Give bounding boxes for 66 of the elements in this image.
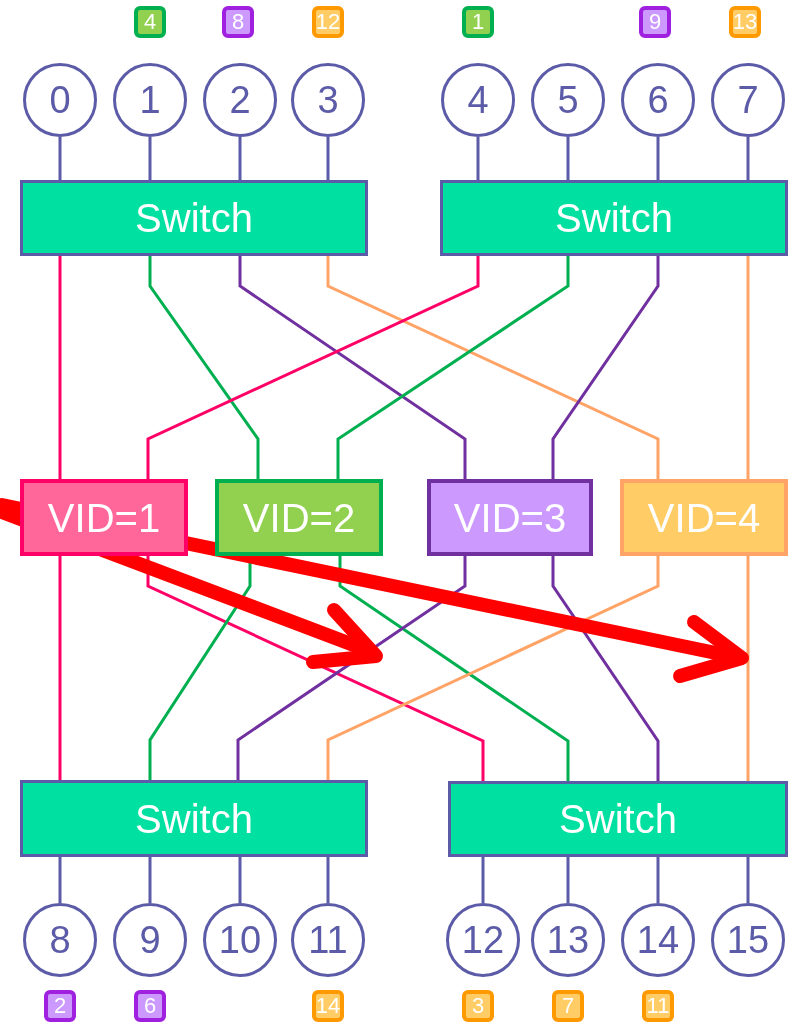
- number-tag: 1: [462, 6, 494, 38]
- connector-line: [148, 137, 152, 180]
- port-circle: 5: [531, 63, 605, 137]
- number-tag: 9: [639, 6, 671, 38]
- number-tag: 8: [222, 6, 254, 38]
- port-circle: 1: [113, 63, 187, 137]
- number-tag: 14: [312, 990, 344, 1022]
- number-tag: 3: [462, 990, 494, 1022]
- port-circle: 12: [446, 903, 520, 977]
- number-tag: 12: [312, 6, 344, 38]
- connector-line: [326, 256, 660, 479]
- vlan-box: VID=4: [620, 479, 788, 556]
- port-circle: 15: [711, 903, 785, 977]
- connector-line: [656, 857, 660, 903]
- number-tag: 11: [642, 990, 674, 1022]
- connector-line: [656, 137, 660, 180]
- port-circle: 2: [203, 63, 277, 137]
- connector-line: [146, 556, 485, 781]
- port-circle: 14: [621, 903, 695, 977]
- connector-line: [238, 137, 242, 180]
- connector-line: [58, 857, 62, 903]
- connector-line: [148, 857, 152, 903]
- connector-line: [326, 857, 330, 903]
- connector-line: [58, 256, 62, 479]
- connector-line: [551, 556, 660, 781]
- port-circle: 7: [711, 63, 785, 137]
- port-circle: 8: [23, 903, 97, 977]
- number-tag: 13: [729, 6, 761, 38]
- connector-line: [746, 137, 750, 180]
- port-circle: 4: [441, 63, 515, 137]
- connector-line: [746, 556, 750, 781]
- switch-box: Switch: [20, 180, 368, 256]
- vlan-box: VID=1: [20, 479, 188, 556]
- connector-line: [148, 256, 260, 479]
- connector-line: [566, 857, 570, 903]
- connector-line: [58, 137, 62, 180]
- vlan-box: VID=3: [427, 479, 593, 556]
- connector-line: [338, 556, 570, 781]
- switch-box: Switch: [20, 780, 368, 857]
- connector-line: [481, 857, 485, 903]
- switch-box: Switch: [448, 781, 788, 857]
- connector-line: [566, 137, 570, 180]
- number-tag: 7: [552, 990, 584, 1022]
- connector-line: [746, 857, 750, 903]
- vlan-box: VID=2: [215, 479, 383, 556]
- port-circle: 13: [531, 903, 605, 977]
- port-circle: 11: [291, 903, 365, 977]
- switch-box: Switch: [440, 180, 788, 256]
- connector-line: [476, 137, 480, 180]
- connector-line: [746, 256, 750, 479]
- connector-line: [551, 256, 660, 479]
- connector-line: [336, 256, 570, 479]
- connector-line: [238, 857, 242, 903]
- port-circle: 6: [621, 63, 695, 137]
- connector-line: [146, 256, 480, 479]
- port-circle: 0: [23, 63, 97, 137]
- port-circle: 9: [113, 903, 187, 977]
- number-tag: 6: [134, 990, 166, 1022]
- connector-line: [326, 556, 660, 780]
- number-tag: 4: [134, 6, 166, 38]
- connector-line: [58, 556, 62, 780]
- connector-line: [238, 256, 467, 479]
- number-tag: 2: [44, 990, 76, 1022]
- port-circle: 10: [203, 903, 277, 977]
- port-circle: 3: [291, 63, 365, 137]
- connector-line: [326, 137, 330, 180]
